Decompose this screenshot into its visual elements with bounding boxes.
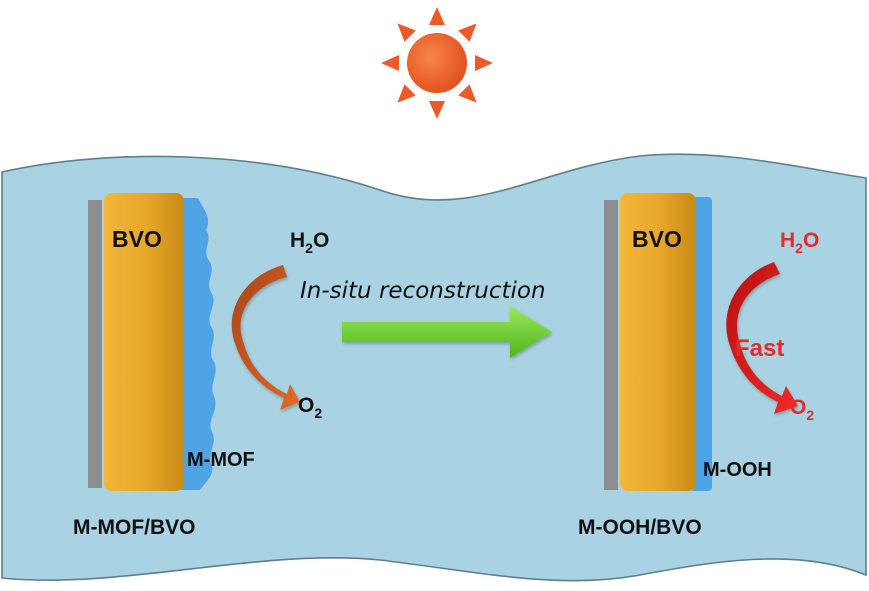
left-bvo-block [104, 193, 184, 491]
right-substrate [604, 200, 618, 490]
right-reaction-arrow [726, 262, 798, 414]
process-label: In-situ reconstruction [300, 278, 546, 304]
right-caption: M-OOH/BVO [578, 516, 702, 539]
right-rate-label: Fast [735, 335, 784, 362]
left-h2o-label: H2O [290, 229, 329, 256]
left-caption: M-MOF/BVO [73, 516, 195, 539]
left-o2-label: O2 [298, 394, 322, 421]
left-mmof-layer [178, 198, 216, 490]
left-coating-label: M-MOF [187, 449, 255, 471]
right-bvo-block [620, 193, 696, 491]
process-arrow [342, 306, 552, 358]
right-h2o-label: H2O [780, 229, 819, 256]
left-substrate [88, 200, 102, 488]
right-bvo-label: BVO [632, 226, 682, 252]
left-bvo-label: BVO [112, 226, 162, 252]
right-o2-label: O2 [790, 396, 814, 423]
right-coating-label: M-OOH [703, 459, 772, 481]
sun-icon [381, 7, 493, 119]
left-reaction-arrow [231, 265, 300, 410]
